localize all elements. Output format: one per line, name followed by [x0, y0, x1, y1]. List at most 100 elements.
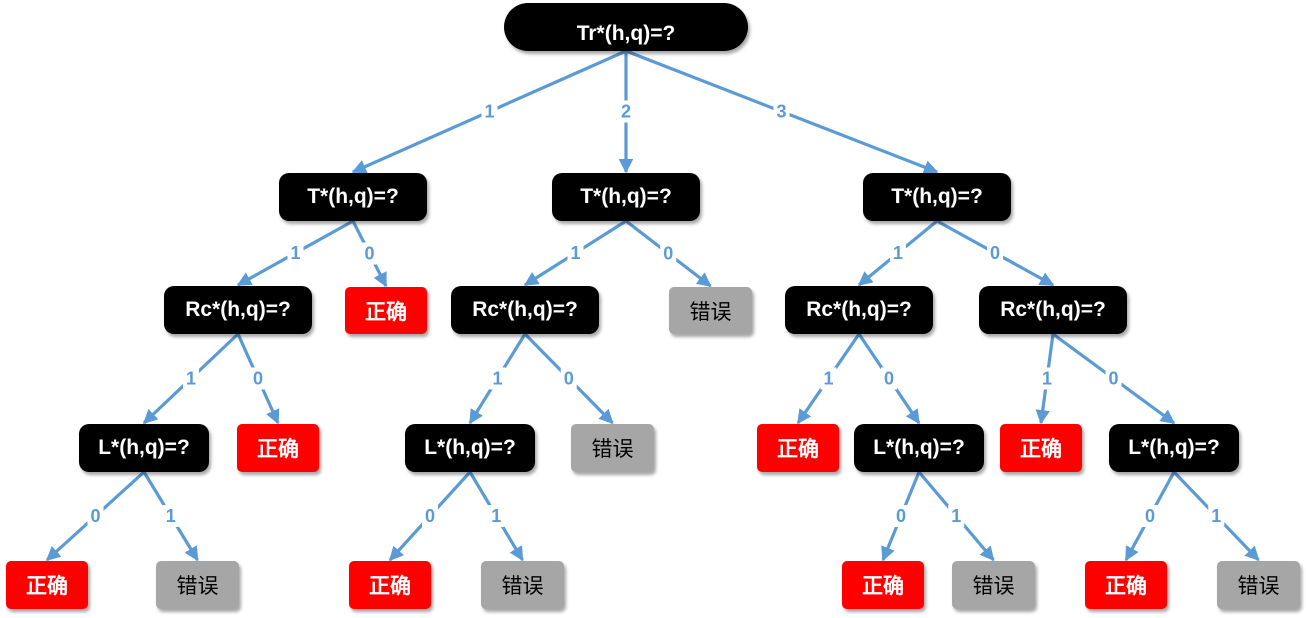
node-label: L*(h,q)=? — [424, 436, 516, 459]
node-label: 正确 — [1105, 574, 1147, 598]
node-label: Rc*(h,q)=? — [185, 298, 291, 321]
edge-label: 2 — [621, 102, 631, 122]
node-label: 正确 — [862, 574, 904, 598]
result-correct-2: 正确 — [237, 424, 319, 472]
edge-label-background — [162, 505, 179, 527]
node-t-branch-3: T*(h,q)=? — [863, 173, 1011, 221]
result-wrong-3: 错误 — [156, 561, 239, 609]
edge-label-background — [773, 100, 790, 123]
edge-label: 0 — [896, 506, 906, 526]
edge-label: 3 — [776, 102, 786, 122]
node-rc-4: Rc*(h,q)=? — [979, 286, 1127, 334]
node-label: T*(h,q)=? — [891, 185, 983, 208]
node-l-3: L*(h,q)=? — [854, 424, 984, 472]
result-correct-6: 正确 — [349, 561, 431, 609]
edge-label: 1 — [484, 102, 494, 122]
node-rc-1: Rc*(h,q)=? — [164, 286, 312, 334]
node-label: L*(h,q)=? — [98, 436, 190, 459]
edge-label: 1 — [186, 369, 196, 389]
result-wrong-4: 错误 — [481, 561, 564, 609]
edge-label-background — [890, 242, 906, 264]
node-label: 正确 — [257, 437, 299, 461]
node-rc-3: Rc*(h,q)=? — [785, 286, 933, 334]
edge-label: 1 — [951, 506, 961, 526]
edge-label-background — [567, 242, 584, 264]
node-l-1: L*(h,q)=? — [79, 424, 209, 472]
edge-label: 1 — [290, 243, 300, 263]
node-label: Rc*(h,q)=? — [806, 298, 912, 321]
node-t-branch-2: T*(h,q)=? — [552, 173, 700, 221]
node-label: 错误 — [176, 574, 219, 598]
edge-label: 1 — [823, 369, 833, 389]
edge-label-background — [660, 242, 677, 265]
edge-label: 0 — [884, 369, 894, 389]
node-label: 错误 — [591, 437, 634, 461]
edge-label: 0 — [364, 244, 374, 264]
edge-label: 1 — [1211, 506, 1221, 526]
result-correct-1: 正确 — [345, 287, 427, 334]
edge-label-background — [87, 505, 104, 527]
edge-label-background — [361, 242, 378, 265]
edge-label-background — [183, 367, 199, 390]
node-label: T*(h,q)=? — [580, 185, 672, 208]
node-label: 正确 — [26, 574, 68, 598]
node-label: L*(h,q)=? — [873, 436, 965, 459]
result-correct-7: 正确 — [842, 561, 924, 609]
edge-label-background — [948, 505, 965, 527]
result-correct-5: 正确 — [6, 561, 88, 609]
edge-label: 1 — [492, 369, 502, 389]
edge-label: 0 — [90, 506, 100, 526]
edge-label-background — [987, 242, 1003, 264]
node-rc-2: Rc*(h,q)=? — [451, 286, 599, 334]
edge-label-background — [893, 505, 909, 527]
node-l-4: L*(h,q)=? — [1109, 424, 1239, 472]
edge-label: 1 — [893, 243, 903, 263]
edge-label-background — [1105, 367, 1122, 390]
edge-label: 1 — [570, 243, 580, 263]
result-wrong-5: 错误 — [952, 561, 1035, 609]
edge-label-background — [250, 367, 266, 390]
edge-label: 0 — [1108, 369, 1118, 389]
edge-label: 0 — [663, 244, 673, 264]
result-wrong-2: 错误 — [571, 424, 654, 472]
edge-label-background — [618, 100, 634, 123]
edge-label-background — [422, 505, 438, 527]
edge-label: 1 — [491, 506, 501, 526]
edge-label-background — [488, 505, 505, 527]
root-node-tr: Tr*(h,q)=? — [504, 3, 748, 51]
edge-label: 0 — [1145, 506, 1155, 526]
edge-label-background — [481, 100, 498, 123]
edge-label-background — [287, 242, 304, 264]
node-label: 正确 — [369, 574, 411, 598]
node-label: Rc*(h,q)=? — [472, 298, 578, 321]
node-label: 正确 — [1020, 437, 1062, 461]
node-label: 错误 — [972, 574, 1015, 598]
edge-label-background — [1142, 505, 1158, 527]
result-wrong-1: 错误 — [669, 287, 752, 334]
edge-label-background — [1208, 505, 1225, 527]
edge-label: 0 — [253, 369, 263, 389]
edge-label-background — [1039, 367, 1055, 390]
node-t-branch-1: T*(h,q)=? — [279, 173, 427, 221]
node-label: Tr*(h,q)=? — [576, 22, 676, 45]
edge-label: 1 — [1042, 369, 1052, 389]
node-label: L*(h,q)=? — [1128, 436, 1220, 459]
node-label: T*(h,q)=? — [307, 185, 399, 208]
node-l-2: L*(h,q)=? — [405, 424, 535, 472]
result-correct-3: 正确 — [757, 424, 839, 472]
edge-label: 0 — [990, 243, 1000, 263]
result-wrong-6: 错误 — [1217, 561, 1300, 609]
edge-label-background — [489, 367, 506, 390]
node-label: 错误 — [1237, 574, 1280, 598]
edge-label: 1 — [166, 506, 176, 526]
node-label: Rc*(h,q)=? — [1000, 298, 1106, 321]
edge-label: 0 — [425, 506, 435, 526]
edge-label-background — [881, 367, 897, 390]
result-correct-4: 正确 — [1000, 424, 1082, 472]
node-label: 错误 — [689, 299, 732, 324]
edge-label-background — [560, 367, 577, 390]
node-label: 正确 — [365, 299, 407, 324]
node-label: 错误 — [501, 574, 544, 598]
